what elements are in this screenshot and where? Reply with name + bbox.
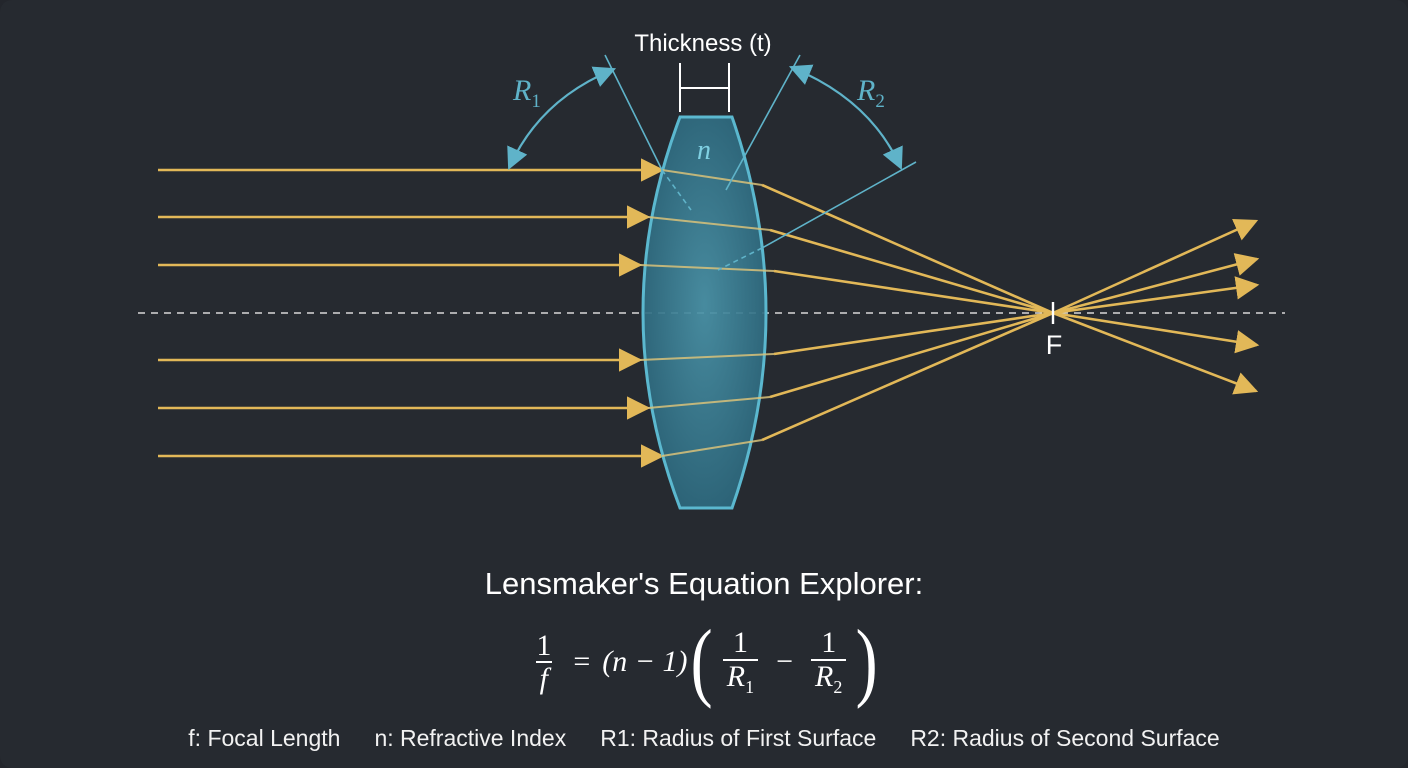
- refractive-index-label: n: [697, 135, 711, 166]
- r2-fraction: 1 R2: [811, 627, 847, 696]
- r2-construction: [717, 54, 917, 271]
- r1-fraction: 1 R1: [722, 627, 759, 696]
- index-factor: (n − 1): [602, 645, 688, 678]
- close-paren: ): [856, 613, 879, 710]
- legend-focal-length: f: Focal Length: [188, 725, 341, 751]
- focal-point-label: F: [1046, 330, 1063, 360]
- legend-refractive-index: n: Refractive Index: [374, 725, 567, 751]
- minus-sign: −: [776, 645, 794, 678]
- thickness-bracket: [679, 63, 730, 112]
- thickness-label: Thickness (t): [634, 30, 771, 57]
- converging-rays: [761, 183, 1054, 442]
- lensmaker-equation: 1 f = (n − 1) ( 1 R1 − 1 R2 ): [0, 612, 1408, 712]
- lhs-fraction: 1 f: [535, 628, 552, 695]
- legend-radius-second: R2: Radius of Second Surface: [910, 725, 1220, 751]
- internal-rays: [639, 169, 775, 457]
- open-paren: (: [691, 613, 714, 710]
- r2-label: R2: [856, 74, 885, 112]
- outgoing-ray: [1052, 276, 1260, 315]
- outgoing-ray: [1052, 253, 1260, 315]
- legend-radius-first: R1: Radius of First Surface: [600, 725, 877, 751]
- diagram-title: Lensmaker's Equation Explorer:: [484, 566, 924, 601]
- variable-legend: f: Focal Length n: Refractive Index R1: …: [0, 725, 1408, 752]
- r1-label: R1: [512, 74, 541, 112]
- diverging-rays: [1052, 219, 1260, 395]
- r1-construction: [507, 54, 692, 211]
- equals-sign: =: [573, 645, 591, 678]
- outgoing-ray: [1052, 219, 1259, 315]
- outgoing-ray: [1052, 311, 1260, 354]
- outgoing-ray: [1052, 311, 1259, 395]
